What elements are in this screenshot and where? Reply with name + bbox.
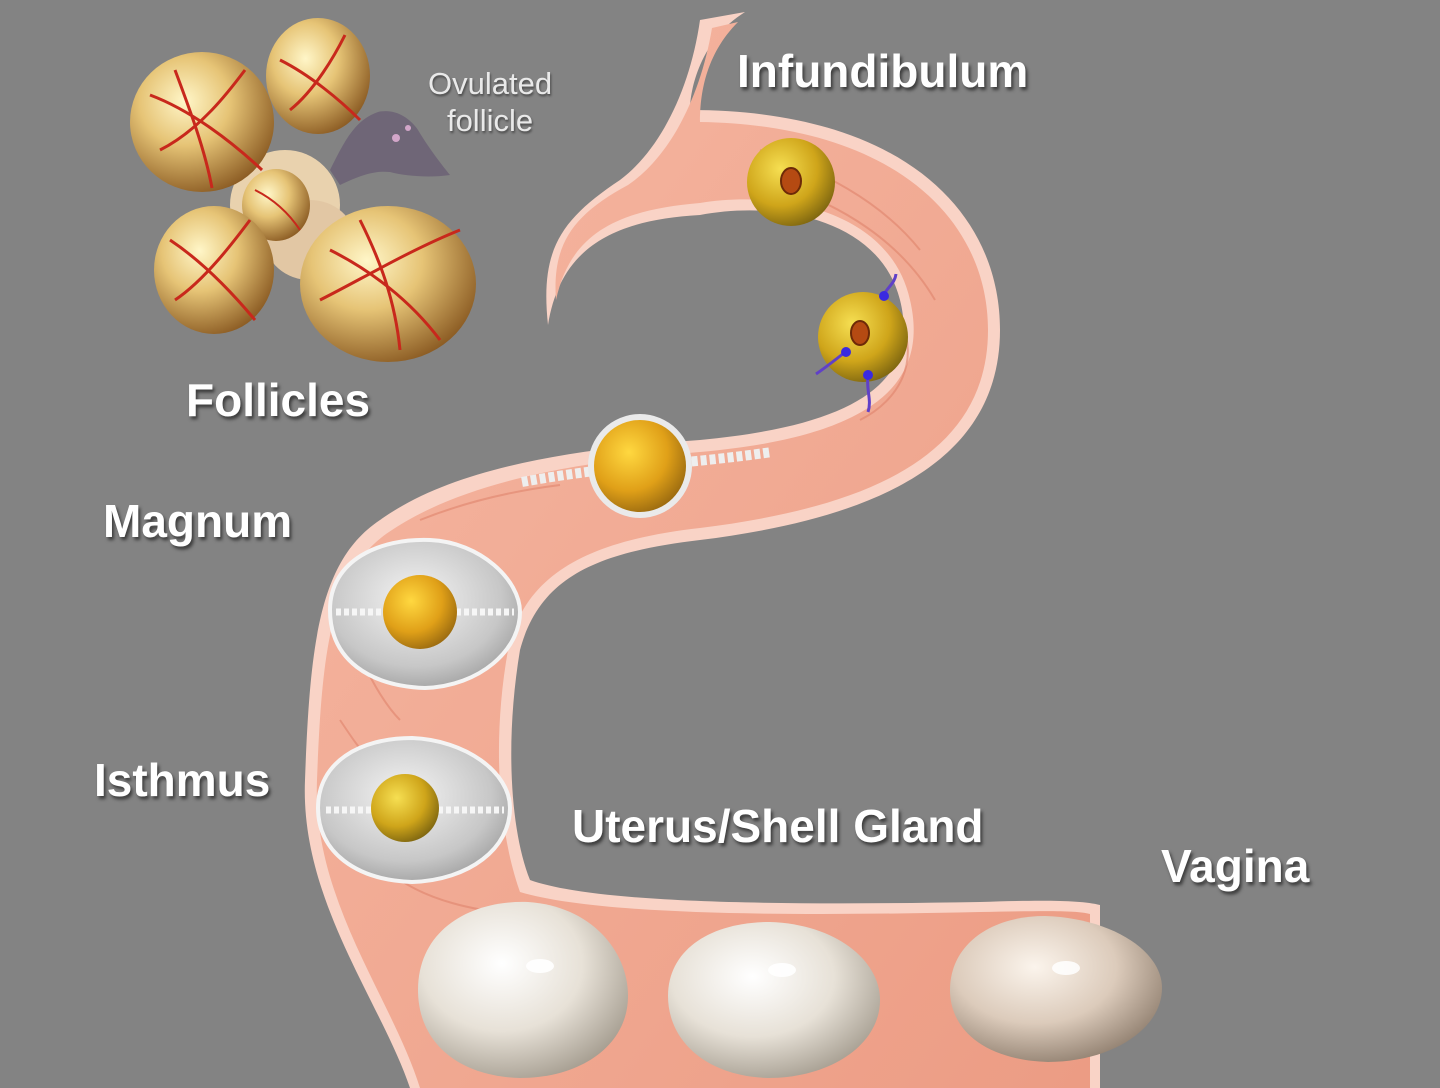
label-ovulated-follicle: Ovulated follicle: [428, 66, 552, 139]
follicle-icon: [242, 169, 310, 241]
shelled-egg-icon: [668, 922, 880, 1078]
follicle-cluster: [130, 18, 476, 362]
yolk-icon: [747, 138, 835, 226]
ovulated-follicle-icon: [330, 111, 450, 185]
follicle-icon: [154, 206, 274, 334]
label-magnum: Magnum: [103, 495, 293, 547]
albumen-egg-icon: [315, 735, 513, 885]
label-isthmus: Isthmus: [94, 754, 271, 806]
shelled-egg-icon: [418, 901, 628, 1078]
follicle-icon: [300, 206, 476, 362]
follicle-icon: [130, 52, 274, 192]
label-infundibulum: Infundibulum: [737, 45, 1029, 97]
albumen-egg-icon: [521, 414, 773, 518]
albumen-egg-icon: [327, 537, 523, 691]
sperm-icon: [815, 273, 898, 413]
label-vagina: Vagina: [1161, 840, 1310, 892]
label-ovulated-line2: follicle: [446, 102, 534, 138]
label-ovulated-line1: Ovulated: [428, 66, 553, 101]
label-follicles: Follicles: [186, 374, 371, 426]
yolk-icon: [818, 292, 908, 382]
follicle-icon: [266, 18, 370, 134]
shelled-egg-icon: [950, 916, 1162, 1062]
label-uterus-shell-gland: Uterus/Shell Gland: [572, 800, 984, 852]
